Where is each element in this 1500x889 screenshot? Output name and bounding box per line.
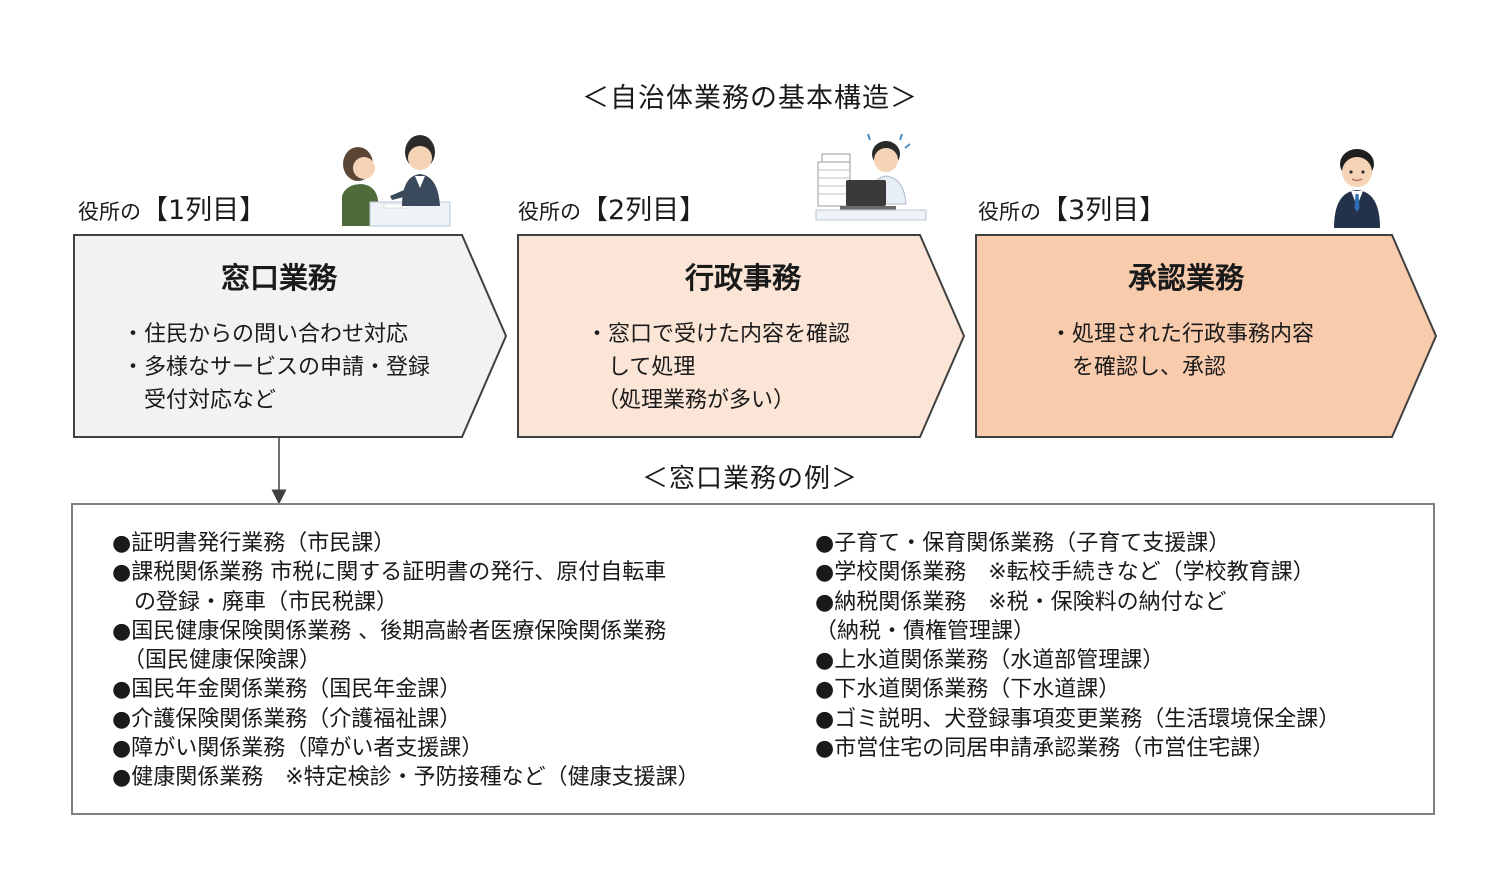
chevron-box-3 [975,234,1438,438]
box-body-1: ・住民からの問い合わせ対応 ・多様なサービスの申請・登録 受付対応など [122,322,431,413]
diagram-title: ＜自治体業務の基本構造＞ [582,83,918,114]
column-label-main: 【3列目】 [1041,195,1167,226]
examples-title: ＜窓口業務の例＞ [641,464,858,494]
box-body-2: ・窓口で受けた内容を確認 して処理 （処理業務が多い） [586,322,851,413]
column-label-prefix: 役所の [78,200,141,224]
box-title-3: 承認業務 [1127,261,1244,295]
column-label-main: 【1列目】 [141,195,267,226]
column-label-2: 役所の【2列目】 [518,196,706,227]
column-label-prefix: 役所の [978,200,1041,224]
reception-counter-illustration [342,135,451,227]
column-label-prefix: 役所の [518,200,581,224]
box-title-2: 行政事務 [684,261,801,295]
column-label-main: 【2列目】 [581,195,707,226]
box-body-3: ・処理された行政事務内容 を確認し、承認 [1050,322,1315,380]
busy-office-worker-illustration [815,133,927,221]
column-label-3: 役所の【3列目】 [978,196,1166,227]
manager-illustration [1334,149,1380,228]
examples-box [71,503,1435,815]
examples-list-left: ●証明書発行業務（市民課） ●課税関係業務 市税に関する証明書の発行、原付自転車… [112,531,700,791]
chevron-box-1 [73,234,508,438]
box-title-1: 窓口業務 [220,261,337,295]
column-label-1: 役所の【1列目】 [78,196,266,227]
chevron-box-2 [517,234,966,438]
examples-list-right: ●子育て・保育関係業務（子育て支援課） ●学校関係業務 ※転校手続きなど（学校教… [815,531,1341,762]
